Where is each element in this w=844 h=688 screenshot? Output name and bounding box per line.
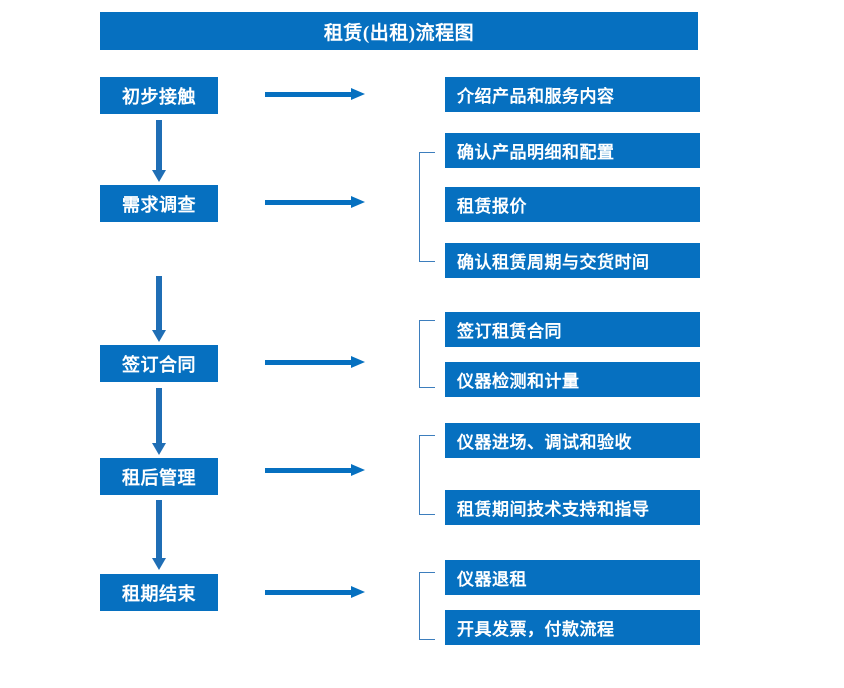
stage-box-rental-end[interactable]: 租期结束 xyxy=(100,574,218,611)
detail-box-instrument-return[interactable]: 仪器退租 xyxy=(445,560,700,595)
group-bracket-sign-contract xyxy=(419,320,435,388)
detail-box-instrument-inspection[interactable]: 仪器检测和计量 xyxy=(445,362,700,397)
vertical-arrow-management-to-end xyxy=(150,500,168,570)
stage-box-needs-survey[interactable]: 需求调查 xyxy=(100,185,218,222)
group-bracket-post-rental-management xyxy=(419,435,435,515)
group-bracket-rental-end xyxy=(419,572,435,640)
horizontal-arrow-rental-end xyxy=(265,584,365,602)
vertical-arrow-contact-to-survey xyxy=(150,120,168,182)
stage-box-initial-contact[interactable]: 初步接触 xyxy=(100,77,218,114)
vertical-arrow-survey-to-contract xyxy=(150,276,168,342)
group-bracket-needs-survey xyxy=(419,152,435,262)
detail-box-invoice-payment[interactable]: 开具发票，付款流程 xyxy=(445,610,700,645)
horizontal-arrow-initial-contact xyxy=(265,86,365,104)
detail-box-confirm-product-details[interactable]: 确认产品明细和配置 xyxy=(445,133,700,168)
stage-box-sign-contract[interactable]: 签订合同 xyxy=(100,345,218,382)
horizontal-arrow-needs-survey xyxy=(265,194,365,212)
detail-box-confirm-rental-period[interactable]: 确认租赁周期与交货时间 xyxy=(445,243,700,278)
horizontal-arrow-sign-contract xyxy=(265,354,365,372)
detail-box-rental-quote[interactable]: 租赁报价 xyxy=(445,187,700,222)
detail-box-introduce-products[interactable]: 介绍产品和服务内容 xyxy=(445,77,700,112)
vertical-arrow-contract-to-management xyxy=(150,388,168,455)
detail-box-technical-support[interactable]: 租赁期间技术支持和指导 xyxy=(445,490,700,525)
stage-box-post-rental-management[interactable]: 租后管理 xyxy=(100,458,218,495)
chart-title-banner: 租赁(出租)流程图 xyxy=(100,12,698,50)
detail-box-sign-rental-contract[interactable]: 签订租赁合同 xyxy=(445,312,700,347)
detail-box-instrument-installation[interactable]: 仪器进场、调试和验收 xyxy=(445,423,700,458)
horizontal-arrow-post-rental-management xyxy=(265,462,365,480)
